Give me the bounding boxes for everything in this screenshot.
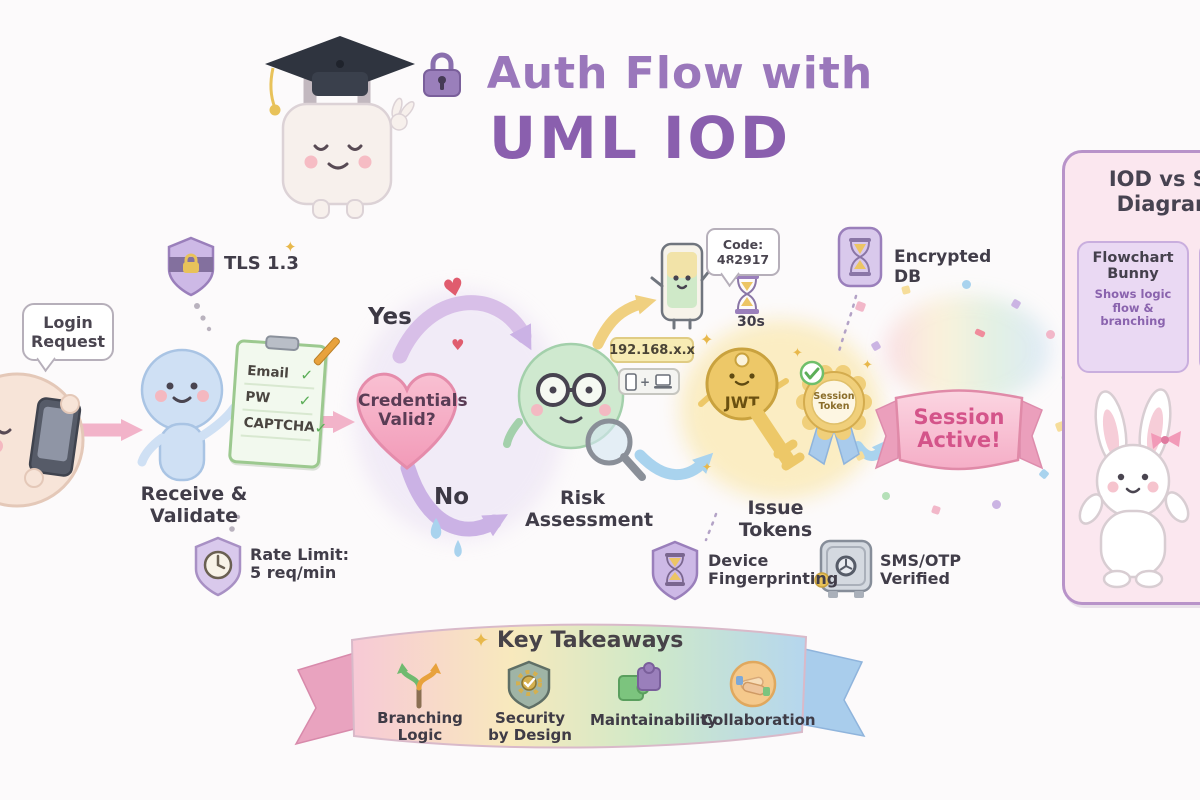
- iod-vs-seq-panel: IOD vs Seq Diagrams Flowchart Bunny Show…: [1062, 150, 1200, 605]
- heart-icon: ♥: [451, 336, 465, 354]
- no-label: No: [434, 484, 470, 510]
- magnifier-icon: [585, 418, 646, 481]
- otp-code-bubble: Code: 482917: [706, 228, 780, 276]
- takeaways-title-text: Key Takeaways: [497, 628, 684, 653]
- ip-label: 192.168.x.x: [609, 342, 695, 358]
- heart-icon: ♥: [440, 272, 468, 304]
- login-request-bubble: Login Request: [22, 303, 114, 361]
- risk-assessor-character: [503, 330, 650, 490]
- checklist-item: Email: [246, 362, 290, 382]
- tear-drop-2: [454, 540, 462, 557]
- sparkle-icon: ✦: [792, 346, 803, 361]
- jwt-key-character: JWT: [698, 338, 810, 486]
- ribbon-band: [350, 623, 808, 749]
- login-request-label: Login Request: [30, 313, 106, 351]
- checklist-row: CAPTCHA✓: [240, 410, 328, 442]
- encrypted-db-label: Encrypted DB: [894, 247, 992, 287]
- validation-clipboard: Email✓ PW✓ CAPTCHA✓: [227, 334, 342, 470]
- puzzle-icon: [616, 662, 664, 708]
- check-icon: ✓: [299, 365, 314, 385]
- branching-logic-icon: [394, 662, 444, 709]
- sms-otp-label: SMS/OTP Verified: [880, 551, 962, 589]
- checklist-item: PW: [244, 388, 271, 407]
- otp-code-label: Code: 482917: [716, 237, 770, 267]
- receive-validate-label: Receive & Validate: [140, 483, 248, 527]
- peace-hand: [390, 97, 415, 131]
- clipboard-clip: [264, 334, 300, 352]
- device-fingerprint-shield-icon: [650, 540, 700, 602]
- session-active-banner: Session Active!: [868, 380, 1050, 476]
- check-icon: ✓: [298, 391, 312, 411]
- takeaway-item-label: Maintainability: [590, 711, 718, 729]
- session-token-label: Session Token: [813, 391, 855, 413]
- key-takeaways-ribbon: ✦ Key Takeaways Branching Logic Security: [288, 612, 873, 782]
- session-token-badge: Session Token: [790, 360, 878, 482]
- padlock-graduate-character: [255, 12, 425, 224]
- otp-phone-character: [650, 240, 712, 335]
- pen-icon: [312, 335, 342, 367]
- decision-label: Credentials Valid?: [358, 391, 468, 430]
- security-shield-icon: [506, 660, 552, 710]
- session-active-label: Session Active!: [913, 405, 1005, 452]
- device-fingerprint-label: Device Fingerprinting: [708, 551, 839, 589]
- tls-label: TLS 1.3: [224, 253, 299, 274]
- flowchart-bunny-card: Flowchart Bunny Shows logic flow & branc…: [1077, 241, 1189, 373]
- card-desc: Shows logic flow & branching: [1094, 286, 1172, 329]
- ip-badge: 192.168.x.x: [609, 337, 695, 363]
- login-user-character: [0, 352, 112, 532]
- safe-icon: [814, 538, 876, 602]
- panel-title: IOD vs Seq Diagrams: [1108, 167, 1200, 217]
- takeaways-title: ✦ Key Takeaways: [388, 628, 768, 653]
- check-badge-icon: [799, 360, 825, 386]
- lock-body: [281, 102, 393, 206]
- sparkle-icon: ✦: [700, 330, 714, 349]
- sparkle-icon: ✦: [862, 358, 873, 373]
- sparkle-icon: ✦: [472, 628, 490, 652]
- takeaway-item-label: Security by Design: [488, 709, 572, 744]
- hourglass-icon: [733, 274, 761, 314]
- sparkle-icon: ✦: [284, 238, 297, 256]
- bow-icon: [1151, 431, 1181, 449]
- card-title: Flowchart Bunny: [1092, 250, 1174, 282]
- takeaway-item-label: Collaboration: [702, 711, 816, 729]
- timer-label: 30s: [737, 314, 765, 330]
- sparkle-icon: ✦: [702, 460, 713, 474]
- validator-character: [130, 338, 250, 488]
- thought-dots-tls: [194, 303, 212, 332]
- celebration-burst: [885, 295, 1050, 405]
- jwt-text: JWT: [724, 393, 760, 412]
- issue-tokens-label: Issue Tokens: [738, 497, 813, 541]
- plus-label: +: [639, 374, 651, 389]
- yes-label: Yes: [368, 304, 412, 330]
- bunny-character: [1069, 381, 1200, 601]
- page-title-line1: Auth Flow with: [486, 48, 874, 99]
- page-title-line2: UML IOD: [489, 104, 791, 172]
- check-icon: ✓: [313, 418, 328, 438]
- rate-limit-shield-icon: [193, 536, 243, 598]
- lock-icon: [420, 48, 464, 98]
- tls-shield-icon: [166, 236, 216, 298]
- laptop-icon: [654, 373, 673, 389]
- rate-limit-label: Rate Limit: 5 req/min: [250, 545, 350, 583]
- ribbon-fold-left: [294, 650, 359, 746]
- device-pair-badge: +: [618, 368, 680, 395]
- gold-lock-icon: [814, 572, 830, 588]
- decision-heart: Credentials Valid?: [342, 356, 472, 478]
- handshake-icon: [728, 660, 778, 708]
- checklist-item: CAPTCHA: [243, 414, 316, 436]
- encrypted-db-icon: [836, 224, 884, 290]
- takeaway-item-label: Branching Logic: [377, 709, 463, 744]
- phone-icon: [625, 372, 637, 391]
- risk-label: Risk Assessment: [525, 487, 654, 531]
